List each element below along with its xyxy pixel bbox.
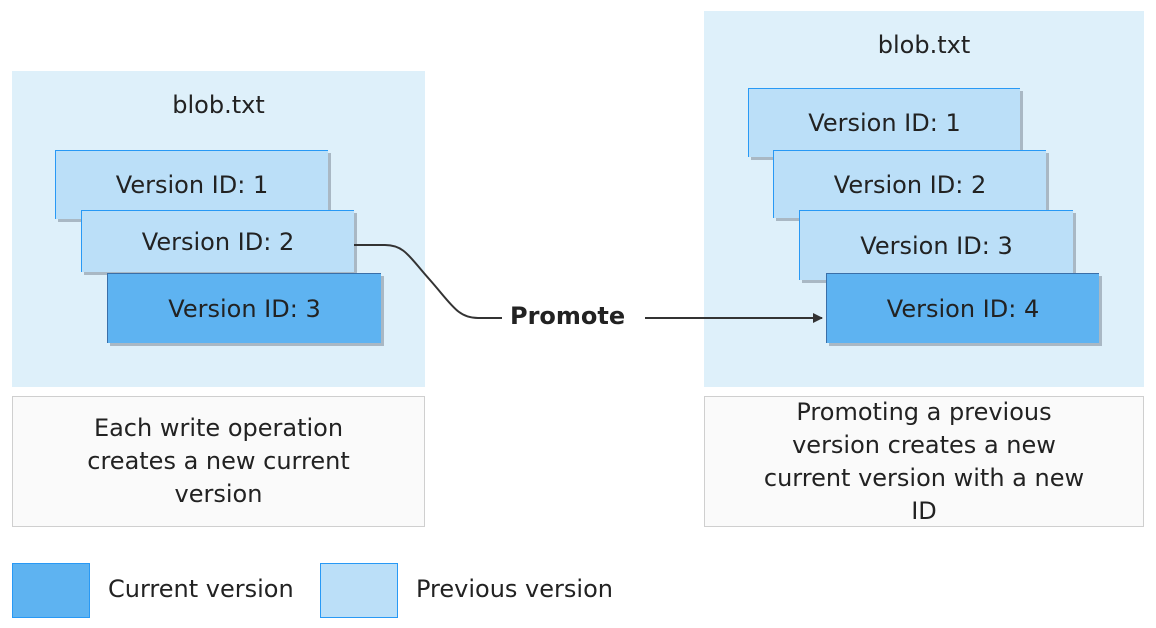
right-version-4-current: Version ID: 4 (826, 273, 1099, 343)
legend-previous-swatch (320, 563, 398, 618)
right-caption: Promoting a previous version creates a n… (704, 396, 1144, 527)
left-version-3-current: Version ID: 3 (107, 273, 381, 343)
promote-label: Promote (510, 302, 626, 330)
legend-current-label: Current version (108, 575, 294, 603)
left-blob-title: blob.txt (172, 91, 265, 119)
right-blob-title: blob.txt (877, 31, 971, 59)
left-version-1: Version ID: 1 (55, 150, 328, 219)
right-version-1: Version ID: 1 (748, 88, 1020, 157)
legend-previous-label: Previous version (416, 575, 613, 603)
promote-source-line (354, 244, 502, 319)
right-version-2: Version ID: 2 (773, 150, 1046, 218)
right-version-3: Version ID: 3 (799, 210, 1073, 280)
legend-current-swatch (12, 563, 90, 618)
left-version-2: Version ID: 2 (81, 210, 354, 272)
left-caption: Each write operation creates a new curre… (12, 396, 425, 527)
